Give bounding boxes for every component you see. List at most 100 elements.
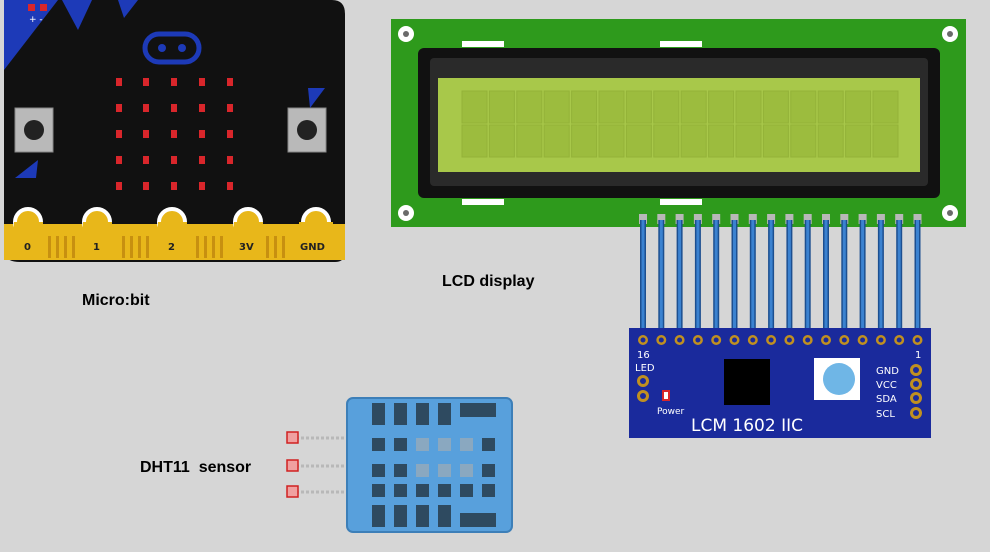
led bbox=[171, 78, 177, 86]
led bbox=[116, 104, 122, 112]
module-pin-hole bbox=[677, 337, 683, 343]
lcd-character-cell bbox=[543, 90, 570, 124]
led bbox=[143, 156, 149, 164]
vent-slot bbox=[394, 403, 407, 425]
i2c-header-pins bbox=[910, 364, 922, 419]
power-label: Power bbox=[657, 407, 685, 417]
module-pin-hole bbox=[732, 337, 737, 343]
module-pin-hole bbox=[878, 337, 884, 343]
scl-pin-label: SCL bbox=[876, 409, 895, 420]
lcd-character-cell bbox=[625, 124, 652, 158]
lcd-pin bbox=[730, 214, 739, 224]
lcd-pin bbox=[785, 214, 794, 224]
vent-hole bbox=[394, 484, 407, 497]
lcd-character-cell bbox=[845, 124, 872, 158]
lcd-character-cell bbox=[461, 124, 488, 158]
lcd-pin bbox=[822, 214, 830, 224]
lcd-pin bbox=[675, 214, 684, 224]
button-a[interactable] bbox=[14, 107, 54, 153]
vent-hole bbox=[482, 464, 495, 477]
lcd-connection-wires bbox=[639, 214, 922, 338]
lcd-character-cell bbox=[790, 90, 817, 124]
module-pin-hole bbox=[713, 337, 719, 343]
vent-hole bbox=[416, 438, 429, 451]
led bbox=[116, 130, 122, 138]
lcd-character-cell bbox=[516, 90, 543, 124]
gnd-pin-label: GND bbox=[876, 366, 899, 377]
sda-pin-label: SDA bbox=[876, 394, 897, 405]
vent-slot bbox=[460, 403, 496, 417]
vent-hole bbox=[482, 484, 495, 497]
lcd-character-cell bbox=[817, 124, 844, 158]
lcd-character-cell bbox=[872, 124, 899, 158]
lcd-display bbox=[391, 19, 966, 227]
lcd-pin bbox=[657, 214, 666, 224]
vent-hole bbox=[460, 464, 473, 477]
lcd-character-cell bbox=[872, 90, 899, 124]
led bbox=[227, 78, 233, 86]
lcd-pin bbox=[840, 214, 849, 224]
microbit-caption: Micro:bit bbox=[82, 292, 150, 309]
module-pin-hole bbox=[640, 337, 646, 343]
led bbox=[143, 104, 149, 112]
lcd-character-cell bbox=[735, 124, 762, 158]
lcd-character-cell bbox=[680, 124, 707, 158]
i2c-pin-hole bbox=[913, 395, 919, 401]
lcd-character-cell bbox=[653, 124, 680, 158]
led bbox=[143, 182, 149, 190]
pin-gnd-label: GND bbox=[300, 242, 325, 253]
module-pin-hole bbox=[786, 337, 792, 343]
power-led bbox=[662, 390, 670, 401]
lcd-character-cell bbox=[653, 90, 680, 124]
module-pin-hole bbox=[841, 337, 847, 343]
dht11-vent-grid bbox=[372, 403, 496, 527]
led bbox=[199, 78, 205, 86]
pin-2-label: 2 bbox=[168, 242, 175, 253]
led bbox=[171, 104, 177, 112]
button-b[interactable] bbox=[287, 107, 327, 153]
led bbox=[116, 78, 122, 86]
pin-3v-label: 3V bbox=[239, 242, 254, 253]
led bbox=[171, 156, 177, 164]
led bbox=[227, 156, 233, 164]
vent-slot bbox=[438, 403, 451, 425]
dht11-caption: DHT11 sensor bbox=[140, 459, 252, 476]
lcd-pin bbox=[712, 214, 721, 224]
vent-hole bbox=[416, 464, 429, 477]
vent-hole bbox=[438, 464, 451, 477]
pin-1-label: 1 bbox=[915, 350, 921, 361]
led bbox=[171, 130, 177, 138]
lcd-pin bbox=[693, 214, 702, 224]
lcd-pin bbox=[767, 214, 776, 224]
pin-0-label: 0 bbox=[24, 242, 31, 253]
lcd-character-cell bbox=[543, 124, 570, 158]
module-pin-hole bbox=[695, 337, 701, 343]
module-title: LCM 1602 IIC bbox=[691, 416, 803, 436]
lcd-character-cell bbox=[680, 90, 707, 124]
vent-slot bbox=[460, 513, 496, 527]
lcd-pin bbox=[803, 214, 812, 224]
lcd-pin bbox=[639, 214, 647, 224]
vent-hole bbox=[394, 464, 407, 477]
module-pin-hole bbox=[768, 337, 774, 343]
vent-slot bbox=[416, 505, 429, 527]
module-pin-hole bbox=[658, 337, 664, 343]
vent-hole bbox=[460, 484, 473, 497]
i2c-pin-hole bbox=[913, 367, 919, 373]
vent-slot bbox=[372, 403, 385, 425]
vent-hole bbox=[416, 484, 429, 497]
vent-hole bbox=[438, 484, 451, 497]
led-jumper bbox=[637, 375, 649, 402]
led bbox=[227, 104, 233, 112]
lcd-character-cell bbox=[735, 90, 762, 124]
led bbox=[171, 182, 177, 190]
dht11-leads bbox=[286, 431, 350, 498]
i2c-module: 16 1 LED Power LCM 1602 IIC GND VCC SDA … bbox=[629, 328, 931, 438]
module-pin-hole bbox=[860, 337, 866, 343]
module-pin-hole bbox=[915, 337, 920, 343]
pin-1-label: 1 bbox=[93, 242, 100, 253]
lcd-character-cell bbox=[598, 124, 625, 158]
led bbox=[199, 130, 205, 138]
lcd-character-cell bbox=[461, 90, 488, 124]
vent-slot bbox=[438, 505, 451, 527]
